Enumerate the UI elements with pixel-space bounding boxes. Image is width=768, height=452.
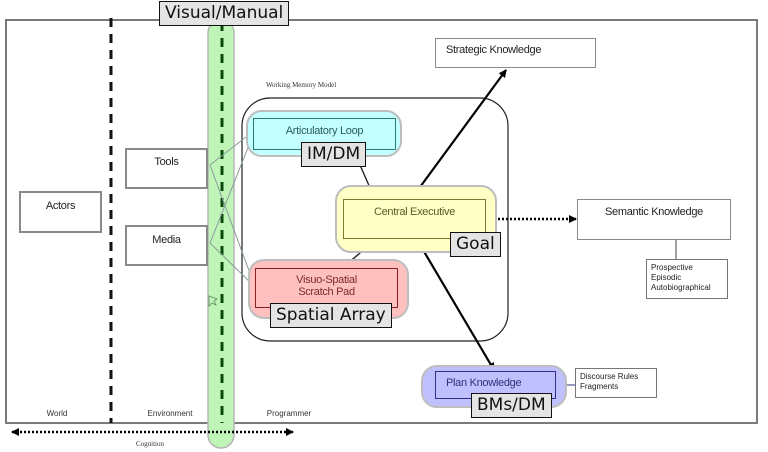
zone-label-programmer: Programmer: [266, 409, 312, 418]
plan-subtype: Fragments: [580, 382, 619, 391]
tag-goal: Goal: [450, 232, 501, 257]
semantic-subtype: Autobiographical: [651, 283, 711, 292]
plan-knowledge-label: Plan Knowledge: [446, 377, 522, 389]
tools-box: Tools: [125, 148, 208, 189]
tag-im-dm: IM/DM: [301, 142, 367, 167]
central-executive-label: Central Executive: [373, 206, 456, 218]
outer-frame: [5, 19, 758, 424]
tools-to-visuo-line: [209, 164, 255, 287]
central-to-plan-arrow: [415, 237, 495, 371]
cursor-icon: [208, 295, 218, 307]
central-to-strategic-arrow: [411, 69, 507, 199]
plan-subtype: Discourse Rules: [580, 372, 639, 381]
tag-bms-dm: BMs/DM: [471, 393, 552, 418]
media-to-visuo-line: [209, 242, 256, 288]
semantic-knowledge-label: Semantic Knowledge: [605, 206, 703, 218]
tag-spatial-array: Spatial Array: [270, 303, 392, 328]
central-executive-box: Central Executive: [343, 199, 486, 239]
zone-label-environment: Environment: [147, 409, 193, 418]
plan-subtypes-box: Discourse Rules Fragments: [575, 368, 657, 398]
strategic-knowledge-label: Strategic Knowledge: [446, 44, 542, 56]
articulatory-loop-label: Articulatory Loop: [285, 125, 364, 137]
zone-label-world: World: [46, 409, 68, 418]
semantic-subtypes-box: Prospective Episodic Autobiographical: [646, 259, 728, 299]
working-memory-title: Working Memory Model: [266, 81, 337, 89]
visuo-spatial-label-line1: Visuo-Spatial: [296, 274, 357, 286]
visuo-spatial-label-line2: Scratch Pad: [298, 286, 355, 298]
actors-label: Actors: [45, 200, 76, 212]
strategic-knowledge-box: Strategic Knowledge: [435, 38, 596, 68]
cognition-label: Cognition: [136, 440, 165, 448]
visuo-spatial-box: Visuo-Spatial Scratch Pad: [255, 268, 398, 308]
actors-box: Actors: [19, 191, 102, 233]
semantic-subtype: Episodic: [651, 273, 682, 282]
media-label: Media: [152, 234, 181, 246]
media-box: Media: [125, 225, 208, 266]
semantic-knowledge-box: Semantic Knowledge: [577, 199, 731, 240]
tag-visual-manual: Visual/Manual: [159, 1, 290, 26]
semantic-subtype: Prospective: [651, 263, 693, 272]
tools-label: Tools: [154, 156, 179, 168]
